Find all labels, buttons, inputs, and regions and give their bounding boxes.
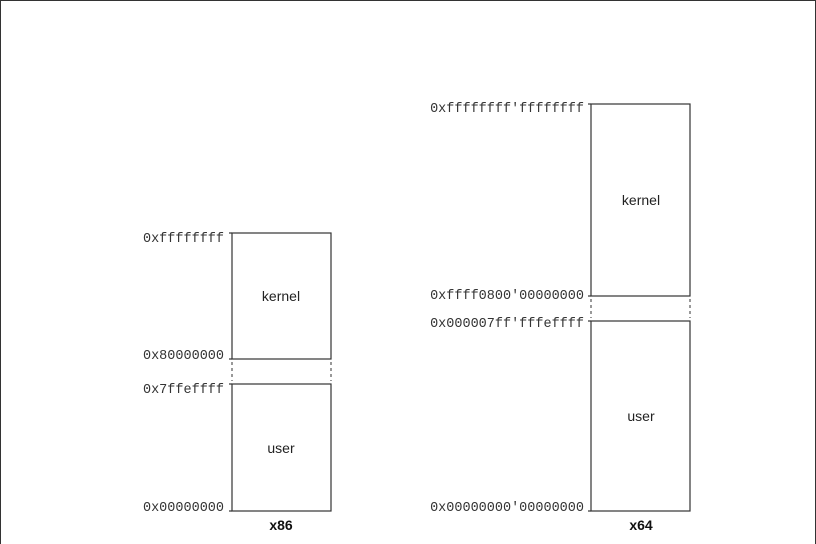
x64-user-region <box>590 320 691 512</box>
x86-arch-label: x86 <box>269 517 293 533</box>
x86-addr-kernel-start: 0x80000000 <box>143 349 224 364</box>
x86-addr-user-end: 0x7ffeffff <box>143 383 224 398</box>
x64-address-space: 0xffffffff'ffffffff 0xffff0800'00000000 … <box>430 102 691 533</box>
x64-addr-kernel-start: 0xffff0800'00000000 <box>430 289 584 304</box>
x86-kernel-region <box>231 232 332 360</box>
x86-addr-top: 0xffffffff <box>143 232 224 247</box>
x86-user-label: user <box>267 440 295 456</box>
x64-addr-top: 0xffffffff'ffffffff <box>430 102 584 117</box>
x64-addr-user-end: 0x000007ff'fffeffff <box>430 317 584 332</box>
x86-kernel-label: kernel <box>262 288 300 304</box>
x86-user-region <box>231 383 332 512</box>
x86-addr-bottom: 0x00000000 <box>143 501 224 516</box>
x86-address-space: 0xffffffff 0x80000000 0x7ffeffff 0x00000… <box>143 232 332 533</box>
x64-addr-bottom: 0x00000000'00000000 <box>430 501 584 516</box>
x64-kernel-region <box>590 103 691 297</box>
x64-user-label: user <box>627 408 655 424</box>
x64-kernel-label: kernel <box>622 192 660 208</box>
x64-arch-label: x64 <box>629 517 653 533</box>
